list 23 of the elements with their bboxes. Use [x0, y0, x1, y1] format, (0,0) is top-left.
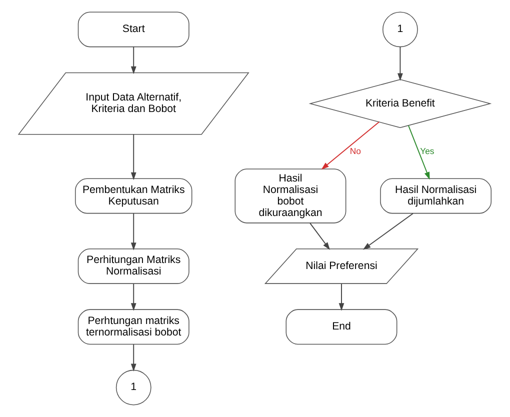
arrow [130, 344, 136, 372]
arrow [130, 134, 136, 180]
node-box: Perhitungan Matriks Normalisasi [78, 248, 190, 284]
arrow [130, 213, 136, 250]
node-box: Perhtungan matriks ternormalisasi bobot [78, 309, 190, 345]
edge-label: No [350, 146, 361, 156]
arrow [321, 122, 380, 170]
node-box: Start [78, 12, 190, 48]
node-box: End [286, 309, 398, 345]
arrow [362, 213, 414, 250]
arrow [398, 46, 403, 81]
arrow [130, 46, 136, 74]
arrow [338, 283, 344, 311]
arrow [310, 222, 330, 250]
edge-label: Yes [420, 146, 434, 156]
node-box: Pembentukan Matriks Keputusan [75, 178, 192, 214]
node-box: Hasil Normalisasi dijumlahkan [380, 178, 492, 214]
node-circle: 1 [382, 12, 418, 48]
node-circle: 1 [116, 370, 152, 406]
arrow [408, 125, 430, 180]
node-box: Hasil Normalisasi bobot dikuraangkan [234, 168, 346, 224]
node-diamond: Kriteria Benefit [308, 79, 492, 128]
arrow [130, 283, 136, 311]
